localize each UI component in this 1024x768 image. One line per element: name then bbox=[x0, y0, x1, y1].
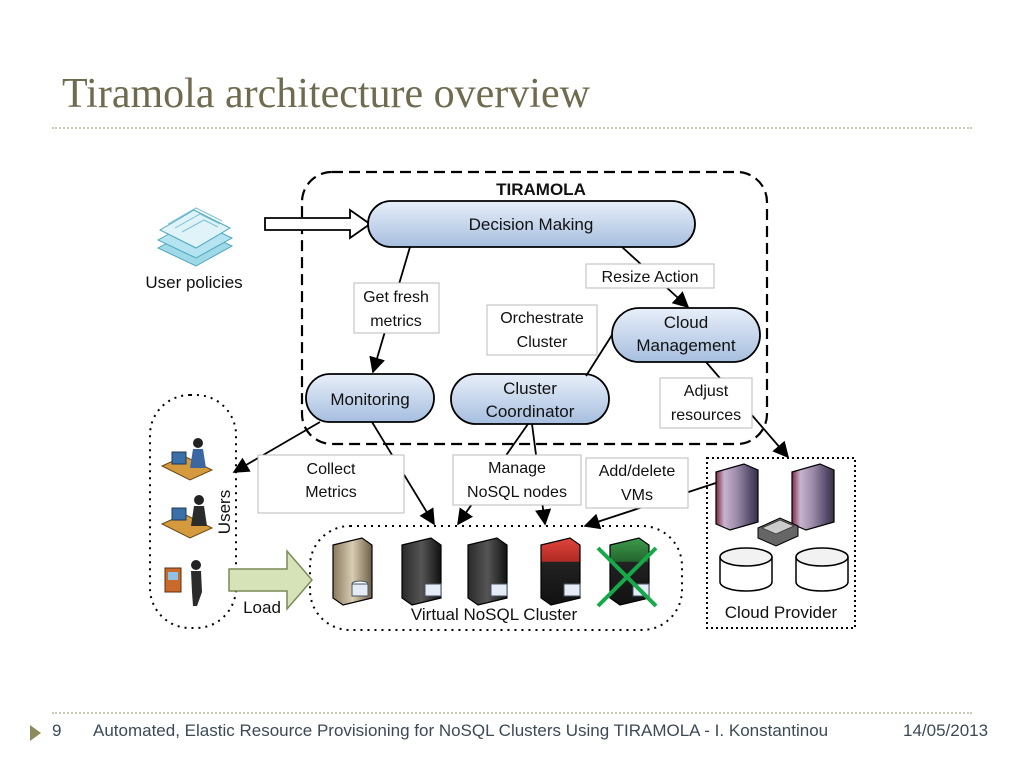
orchestrate-edge bbox=[585, 334, 613, 377]
user-desk-icon-1 bbox=[160, 438, 214, 481]
network-switch-icon bbox=[757, 517, 799, 547]
load-arrow bbox=[228, 548, 313, 612]
cloud-provider-region bbox=[706, 457, 856, 629]
cloud-management-label-1: Cloud bbox=[664, 313, 708, 332]
user-policies-label: User policies bbox=[145, 273, 242, 292]
user-desk-icon-2 bbox=[160, 495, 214, 539]
get-fresh-metrics-box: Get fresh metrics bbox=[353, 282, 440, 334]
footer-date: 14/05/2013 bbox=[903, 721, 989, 740]
adjust-resources-box: Adjust resources bbox=[659, 377, 753, 429]
resize-action-label: Resize Action bbox=[602, 269, 699, 286]
policies-arrow bbox=[264, 208, 372, 240]
user-atm-icon bbox=[164, 560, 202, 606]
slide-title: Tiramola architecture overview bbox=[62, 71, 590, 117]
server-tan-icon bbox=[332, 537, 373, 606]
decision-making-node: Decision Making bbox=[367, 200, 696, 248]
orchestrate-cluster-box: Orchestrate Cluster bbox=[486, 304, 598, 356]
manage-nosql-nodes-box: Manage NoSQL nodes bbox=[452, 454, 582, 506]
collect-metrics-box: Collect Metrics bbox=[257, 454, 405, 514]
server-dark-icon-2 bbox=[467, 537, 508, 606]
monitoring-to-users-edge bbox=[232, 421, 321, 473]
adjust-resources-label-1: Adjust bbox=[684, 383, 729, 400]
cluster-coordinator-label-2: Coordinator bbox=[486, 402, 575, 421]
server-green-removed-icon bbox=[596, 537, 658, 608]
rack-server-icon-1 bbox=[715, 463, 759, 531]
add-delete-vms-box: Add/delete VMs bbox=[585, 457, 689, 509]
page-number: 9 bbox=[52, 721, 62, 740]
get-fresh-metrics-label-1: Get fresh bbox=[363, 289, 429, 306]
users-label: Users bbox=[215, 490, 234, 534]
collect-metrics-label-1: Collect bbox=[307, 461, 356, 478]
footer-bullet-icon bbox=[30, 725, 41, 741]
load-label: Load bbox=[243, 598, 281, 617]
manage-nosql-nodes-label-1: Manage bbox=[488, 460, 546, 477]
rack-server-icon-2 bbox=[791, 463, 835, 531]
tiramola-label: TIRAMOLA bbox=[496, 180, 586, 199]
monitoring-node: Monitoring bbox=[305, 373, 435, 423]
decision-making-label: Decision Making bbox=[469, 215, 594, 234]
orchestrate-cluster-label-1: Orchestrate bbox=[500, 310, 584, 327]
collect-metrics-label-2: Metrics bbox=[305, 484, 357, 501]
server-red-icon bbox=[540, 537, 581, 606]
monitoring-label: Monitoring bbox=[330, 390, 409, 409]
virtual-nosql-cluster-label: Virtual NoSQL Cluster bbox=[411, 605, 578, 624]
server-dark-icon-1 bbox=[401, 537, 442, 606]
resize-action-box: Resize Action bbox=[585, 263, 715, 289]
footer-divider bbox=[52, 712, 972, 714]
cluster-coordinator-node: Cluster Coordinator bbox=[450, 373, 610, 425]
cloud-provider-label: Cloud Provider bbox=[725, 603, 838, 622]
get-fresh-metrics-label-2: metrics bbox=[370, 313, 422, 330]
orchestrate-cluster-label-2: Cluster bbox=[517, 334, 568, 351]
adjust-resources-label-2: resources bbox=[671, 407, 741, 424]
users-region bbox=[149, 394, 237, 629]
cloud-management-node: Cloud Management bbox=[611, 307, 761, 363]
manage-nosql-nodes-label-2: NoSQL nodes bbox=[467, 484, 567, 501]
cloud-management-label-2: Management bbox=[636, 336, 736, 355]
title-divider bbox=[52, 127, 972, 129]
storage-disk-icon-2 bbox=[795, 547, 849, 592]
add-delete-vms-label-1: Add/delete bbox=[599, 463, 676, 480]
cluster-coordinator-label-1: Cluster bbox=[503, 379, 557, 398]
footer-text: Automated, Elastic Resource Provisioning… bbox=[93, 721, 829, 740]
user-policies-icon bbox=[156, 207, 234, 267]
add-delete-vms-label-2: VMs bbox=[621, 487, 653, 504]
storage-disk-icon-1 bbox=[719, 547, 773, 592]
